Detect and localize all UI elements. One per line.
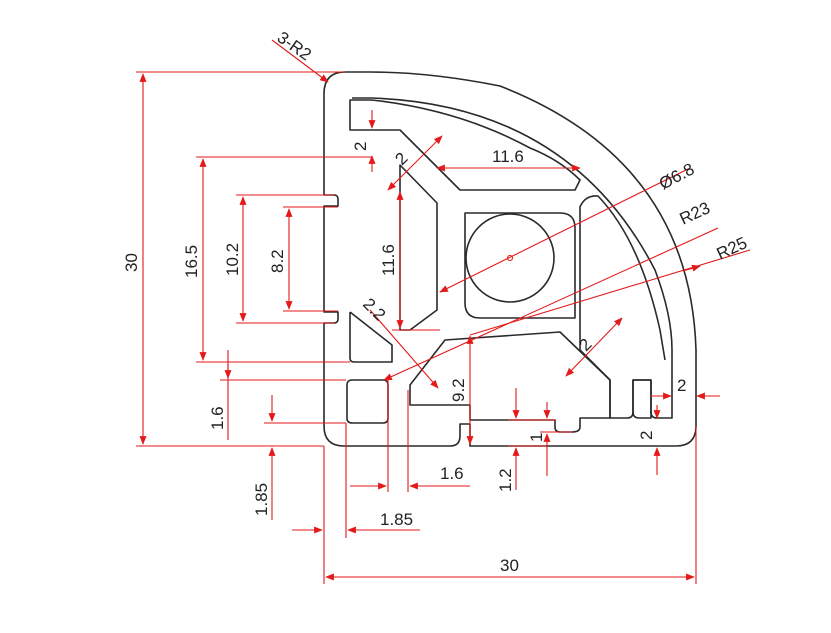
label-r25: R25 <box>714 233 750 263</box>
center-hole <box>465 213 555 303</box>
hole-leader <box>439 167 691 293</box>
rib-diag-dim <box>565 317 623 377</box>
label-lip-offset-h: 1.85 <box>380 510 413 529</box>
label-slot-inner: 8.2 <box>268 249 287 273</box>
label-slot-outer: 16.5 <box>182 245 201 278</box>
hole-center <box>506 254 514 262</box>
dimension-labels: 3-R2 30 16.5 10.2 8.2 11.6 11.6 Ø6.8 R23… <box>122 28 750 575</box>
label-wall-right: 2 <box>677 376 686 395</box>
label-rib-diag: 2 <box>575 335 595 355</box>
square-pocket <box>346 379 389 424</box>
outer-contour <box>323 71 697 447</box>
r25-arrow <box>682 264 701 272</box>
label-overall-height: 30 <box>122 253 141 272</box>
corner-leader <box>271 39 329 83</box>
label-lip-offset-v: 1.85 <box>252 483 271 516</box>
wall-diag-small-dim <box>369 309 439 389</box>
dimension-lines <box>136 39 751 584</box>
label-slot-middle: 10.2 <box>223 243 242 276</box>
right-pocket <box>632 379 652 419</box>
label-inner-width: 11.6 <box>492 147 524 166</box>
center-body <box>464 212 576 319</box>
label-slot-lip: 1 <box>527 433 546 442</box>
label-rib-height: 9.2 <box>449 378 468 402</box>
label-slot-depth: 1.2 <box>496 468 515 492</box>
r23-leader <box>383 227 719 381</box>
label-wall-top: 2 <box>351 142 370 151</box>
label-overall-width: 30 <box>500 556 519 575</box>
wall-diag-dim <box>387 135 443 191</box>
label-lip-height: 1.6 <box>208 406 227 430</box>
left-slot <box>349 311 393 363</box>
label-wall-diag-small: 2.2 <box>359 294 389 324</box>
label-r23: R23 <box>677 198 713 228</box>
r25-leader <box>469 249 751 336</box>
top-channel <box>349 99 581 191</box>
label-hole-diameter: Ø6.8 <box>656 159 697 193</box>
label-inner-depth: 11.6 <box>379 244 398 276</box>
center-chamber <box>399 164 438 331</box>
label-wall-bottom: 2 <box>637 431 656 440</box>
label-wall-diag: 2 <box>391 149 411 169</box>
label-corner-radii: 3-R2 <box>274 28 315 65</box>
label-rib-thickness: 1.6 <box>440 464 464 483</box>
